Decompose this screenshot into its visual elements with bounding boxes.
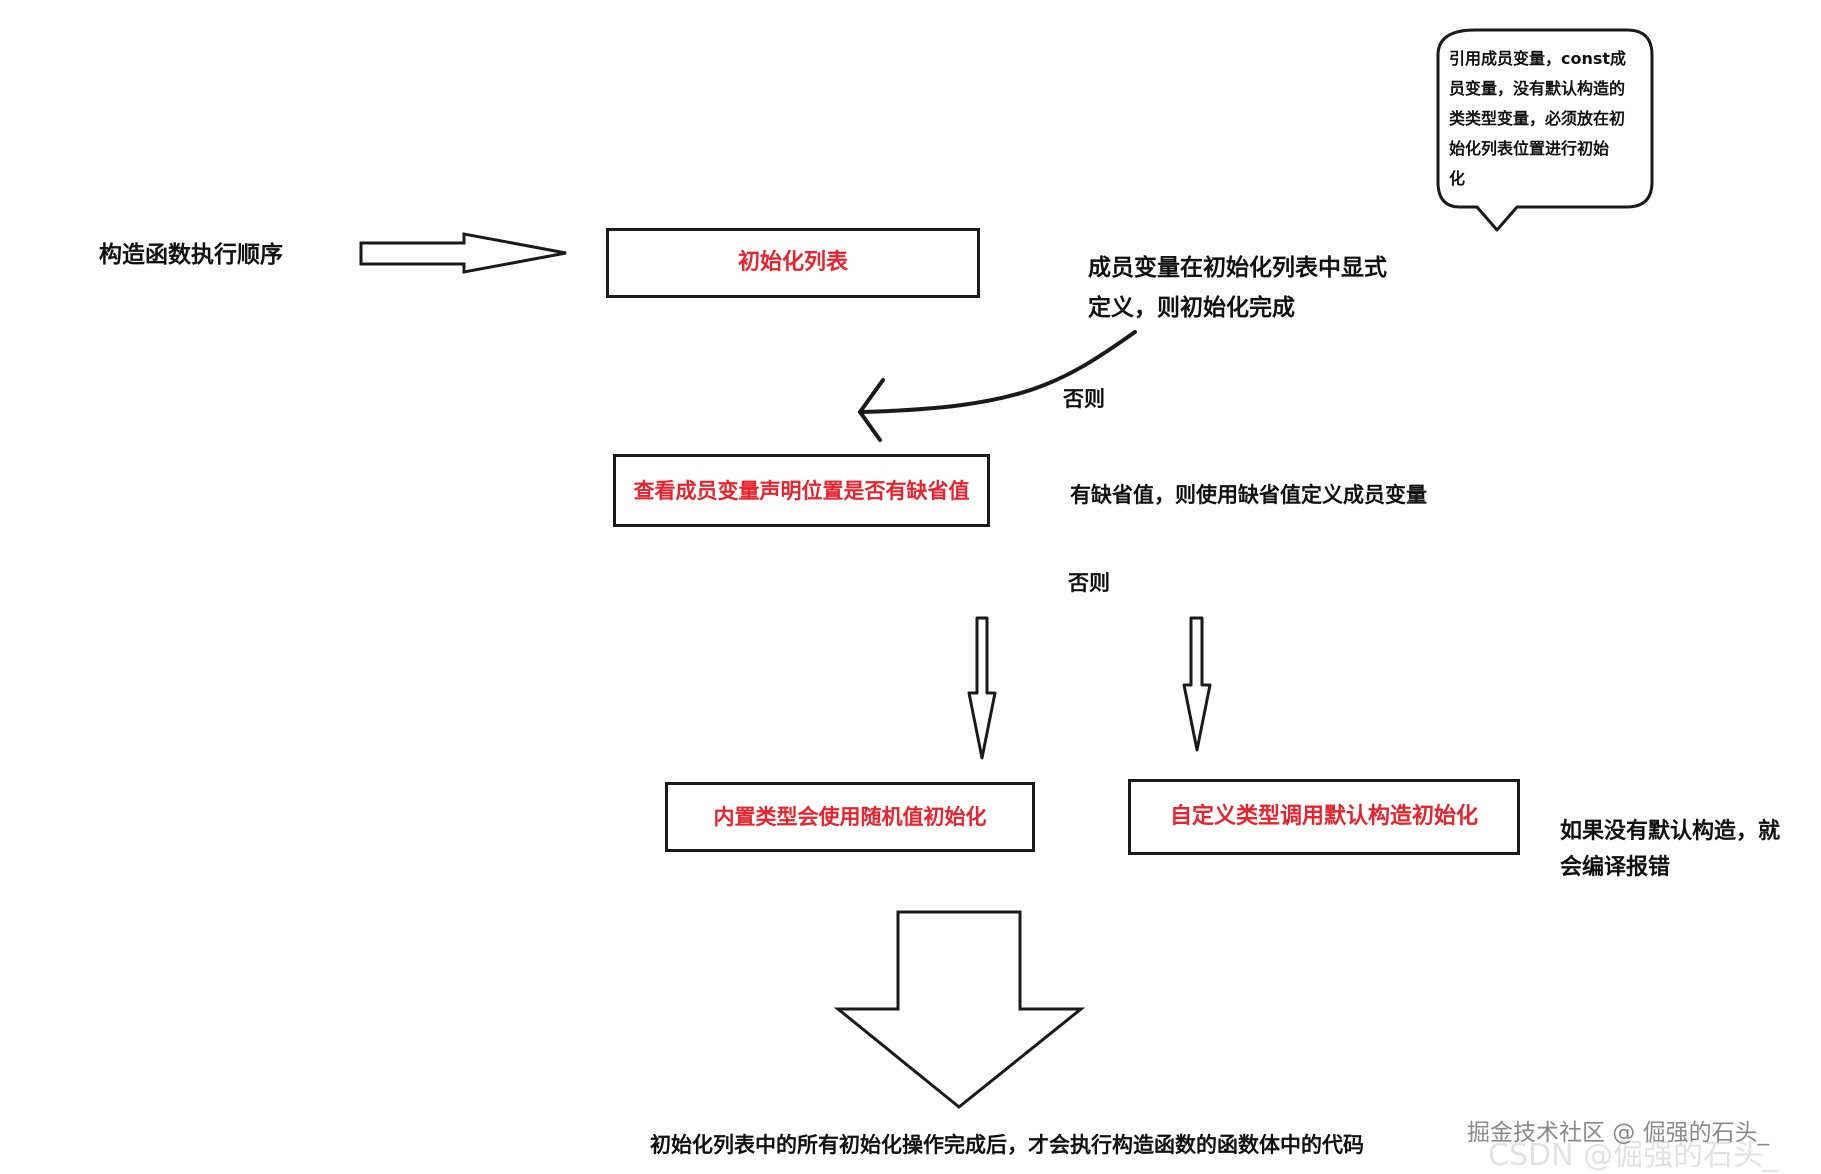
speech-bubble xyxy=(1436,28,1654,232)
else-label-1: 否则 xyxy=(1063,387,1105,411)
watermark-front: 掘金技术社区 @ 倔强的石头_ xyxy=(1467,1120,1770,1146)
bubble-line: 引用成员变量，const成 xyxy=(1449,49,1627,68)
box-builtin-label: 内置类型会使用随机值初始化 xyxy=(713,805,987,829)
note-explicit-line1: 成员变量在初始化列表中显式 xyxy=(1088,255,1387,281)
bubble-line: 员变量，没有默认构造的 xyxy=(1449,79,1626,98)
box-custom-label: 自定义类型调用默认构造初始化 xyxy=(1169,804,1478,829)
curved-arrow-head xyxy=(858,378,885,442)
note-default-value: 有缺省值，则使用缺省值定义成员变量 xyxy=(1070,483,1427,507)
box-builtin: 内置类型会使用随机值初始化 xyxy=(665,782,1035,852)
note-no-default-line1: 如果没有默认构造，就 xyxy=(1560,819,1781,844)
curved-arrow xyxy=(858,330,1137,414)
note-no-default-line2: 会编译报错 xyxy=(1560,855,1671,880)
bubble-line: 化 xyxy=(1449,169,1466,188)
bubble-line: 类类型变量，必须放在初 xyxy=(1449,109,1626,128)
else-label-2: 否则 xyxy=(1068,571,1110,595)
big-down-arrow xyxy=(833,910,1086,1109)
bubble-text: 引用成员变量，const成 员变量，没有默认构造的 类类型变量，必须放在初 始化… xyxy=(1449,44,1626,194)
box-check-default: 查看成员变量声明位置是否有缺省值 xyxy=(613,454,990,527)
final-text: 初始化列表中的所有初始化操作完成后，才会执行构造函数的函数体中的代码 xyxy=(650,1133,1364,1157)
diagram-title: 构造函数执行顺序 xyxy=(99,242,283,268)
box-init-list: 初始化列表 xyxy=(606,228,980,298)
right-arrow xyxy=(359,232,567,274)
down-arrow-right xyxy=(1182,616,1212,752)
box-init-list-label: 初始化列表 xyxy=(737,250,848,275)
note-explicit-line2: 定义，则初始化完成 xyxy=(1088,295,1295,321)
box-check-default-label: 查看成员变量声明位置是否有缺省值 xyxy=(633,478,970,503)
bubble-line: 始化列表位置进行初始 xyxy=(1449,139,1610,158)
down-arrow-left xyxy=(967,616,997,760)
box-custom: 自定义类型调用默认构造初始化 xyxy=(1128,779,1520,855)
